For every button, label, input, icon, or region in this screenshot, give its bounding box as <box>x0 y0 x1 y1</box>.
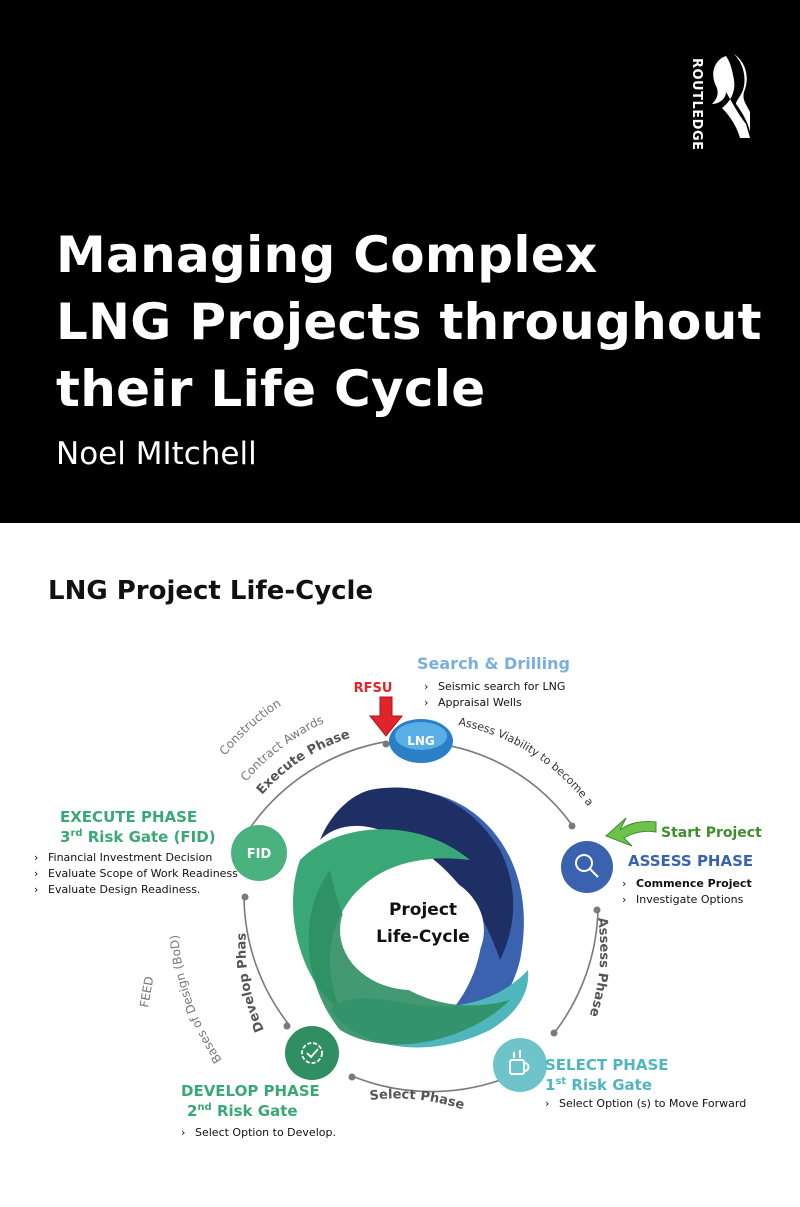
search-icon <box>575 854 599 878</box>
search-title: Search & Drilling <box>417 654 570 673</box>
execute-item-2: Evaluate Scope of Work Readiness <box>48 867 238 880</box>
bod-text: Bases of Design (BoD) <box>167 934 224 1066</box>
develop-title: DEVELOP PHASE <box>181 1082 320 1100</box>
execute-gate-text: Risk Gate (FID) <box>83 828 216 846</box>
cycle-dots <box>241 740 601 1081</box>
select-title: SELECT PHASE <box>545 1056 669 1074</box>
develop-arc-text: Develop Phase <box>0 523 268 1034</box>
publisher-name: ROUTLEDGE <box>689 58 704 151</box>
lng-node: LNG <box>389 719 453 763</box>
rfsu-label: RFSU <box>354 681 393 696</box>
title-line-1: Managing Complex <box>56 226 598 284</box>
search-bullet-1: › <box>424 680 428 693</box>
select-node <box>493 1038 547 1092</box>
develop-gate-sup: nd <box>197 1102 211 1113</box>
gear-check-icon <box>301 1042 323 1064</box>
develop-gate: 2nd Risk Gate <box>187 1102 298 1120</box>
center-label-line-1: Project <box>389 900 457 920</box>
execute-title: EXECUTE PHASE <box>60 808 197 826</box>
develop-item-1: Select Option to Develop. <box>195 1126 336 1139</box>
lng-logo-text: LNG <box>407 734 435 748</box>
execute-bullet-3: › <box>34 883 38 896</box>
bod-label: Bases of Design (BoD) <box>167 934 224 1066</box>
coffee-cup-icon <box>509 1050 530 1075</box>
diagram-heading: LNG Project Life-Cycle <box>48 576 374 606</box>
select-gate: 1st Risk Gate <box>545 1076 652 1094</box>
select-bullet-1: › <box>545 1097 549 1110</box>
assess-title: ASSESS PHASE <box>628 852 753 870</box>
search-item-2: Appraisal Wells <box>438 696 522 709</box>
center-label-line-2: Life-Cycle <box>376 927 470 947</box>
title-line-2: LNG Projects throughout <box>56 293 762 351</box>
title-line-3: their Life Cycle <box>56 360 486 418</box>
execute-gate-sup: rd <box>70 828 82 839</box>
assess-item-2: Investigate Options <box>636 893 744 906</box>
develop-arc-label: Develop Phase <box>0 523 268 1034</box>
search-item-1: Seismic search for LNG <box>438 680 565 693</box>
fid-label: FID <box>247 847 272 862</box>
lifecycle-diagram: Project Life-Cycle LNG RFSU Search & Dri… <box>0 523 762 1139</box>
execute-item-1: Financial Investment Decision <box>48 851 212 864</box>
develop-gate-num: 2 <box>187 1102 197 1120</box>
start-project-arrow-icon <box>605 817 657 847</box>
book-title: Managing Complex LNG Projects throughout… <box>56 222 762 423</box>
develop-node <box>285 1026 339 1080</box>
execute-item-3: Evaluate Design Readiness. <box>48 883 200 896</box>
select-gate-sup: st <box>555 1076 566 1087</box>
book-author: Noel MItchell <box>56 436 257 472</box>
search-bullet-2: › <box>424 696 428 709</box>
select-gate-num: 1 <box>545 1076 555 1094</box>
execute-gate: 3rd Risk Gate (FID) <box>60 828 216 846</box>
assess-item-1: Commence Project <box>636 877 752 890</box>
feed-label: FEED <box>137 975 156 1008</box>
assess-bullet-1: › <box>622 877 626 890</box>
select-gate-text: Risk Gate <box>566 1076 652 1094</box>
rfsu-arrow-icon <box>368 696 404 737</box>
assess-arc-label: Assess Phase <box>586 917 612 1019</box>
execute-bullet-2: › <box>34 867 38 880</box>
develop-gate-text: Risk Gate <box>212 1102 298 1120</box>
routledge-logo <box>712 54 750 138</box>
develop-bullet-1: › <box>181 1126 185 1139</box>
start-project-label: Start Project <box>661 825 762 841</box>
assess-arc-text: Assess Phase <box>586 917 612 1019</box>
assess-bullet-2: › <box>622 893 626 906</box>
execute-gate-num: 3 <box>60 828 70 846</box>
cover-header <box>0 0 800 523</box>
select-item-1: Select Option (s) to Move Forward <box>559 1097 746 1110</box>
execute-bullet-1: › <box>34 851 38 864</box>
assess-node <box>561 841 613 893</box>
lifecycle-ribbons <box>293 787 529 1048</box>
fid-node <box>231 825 287 881</box>
